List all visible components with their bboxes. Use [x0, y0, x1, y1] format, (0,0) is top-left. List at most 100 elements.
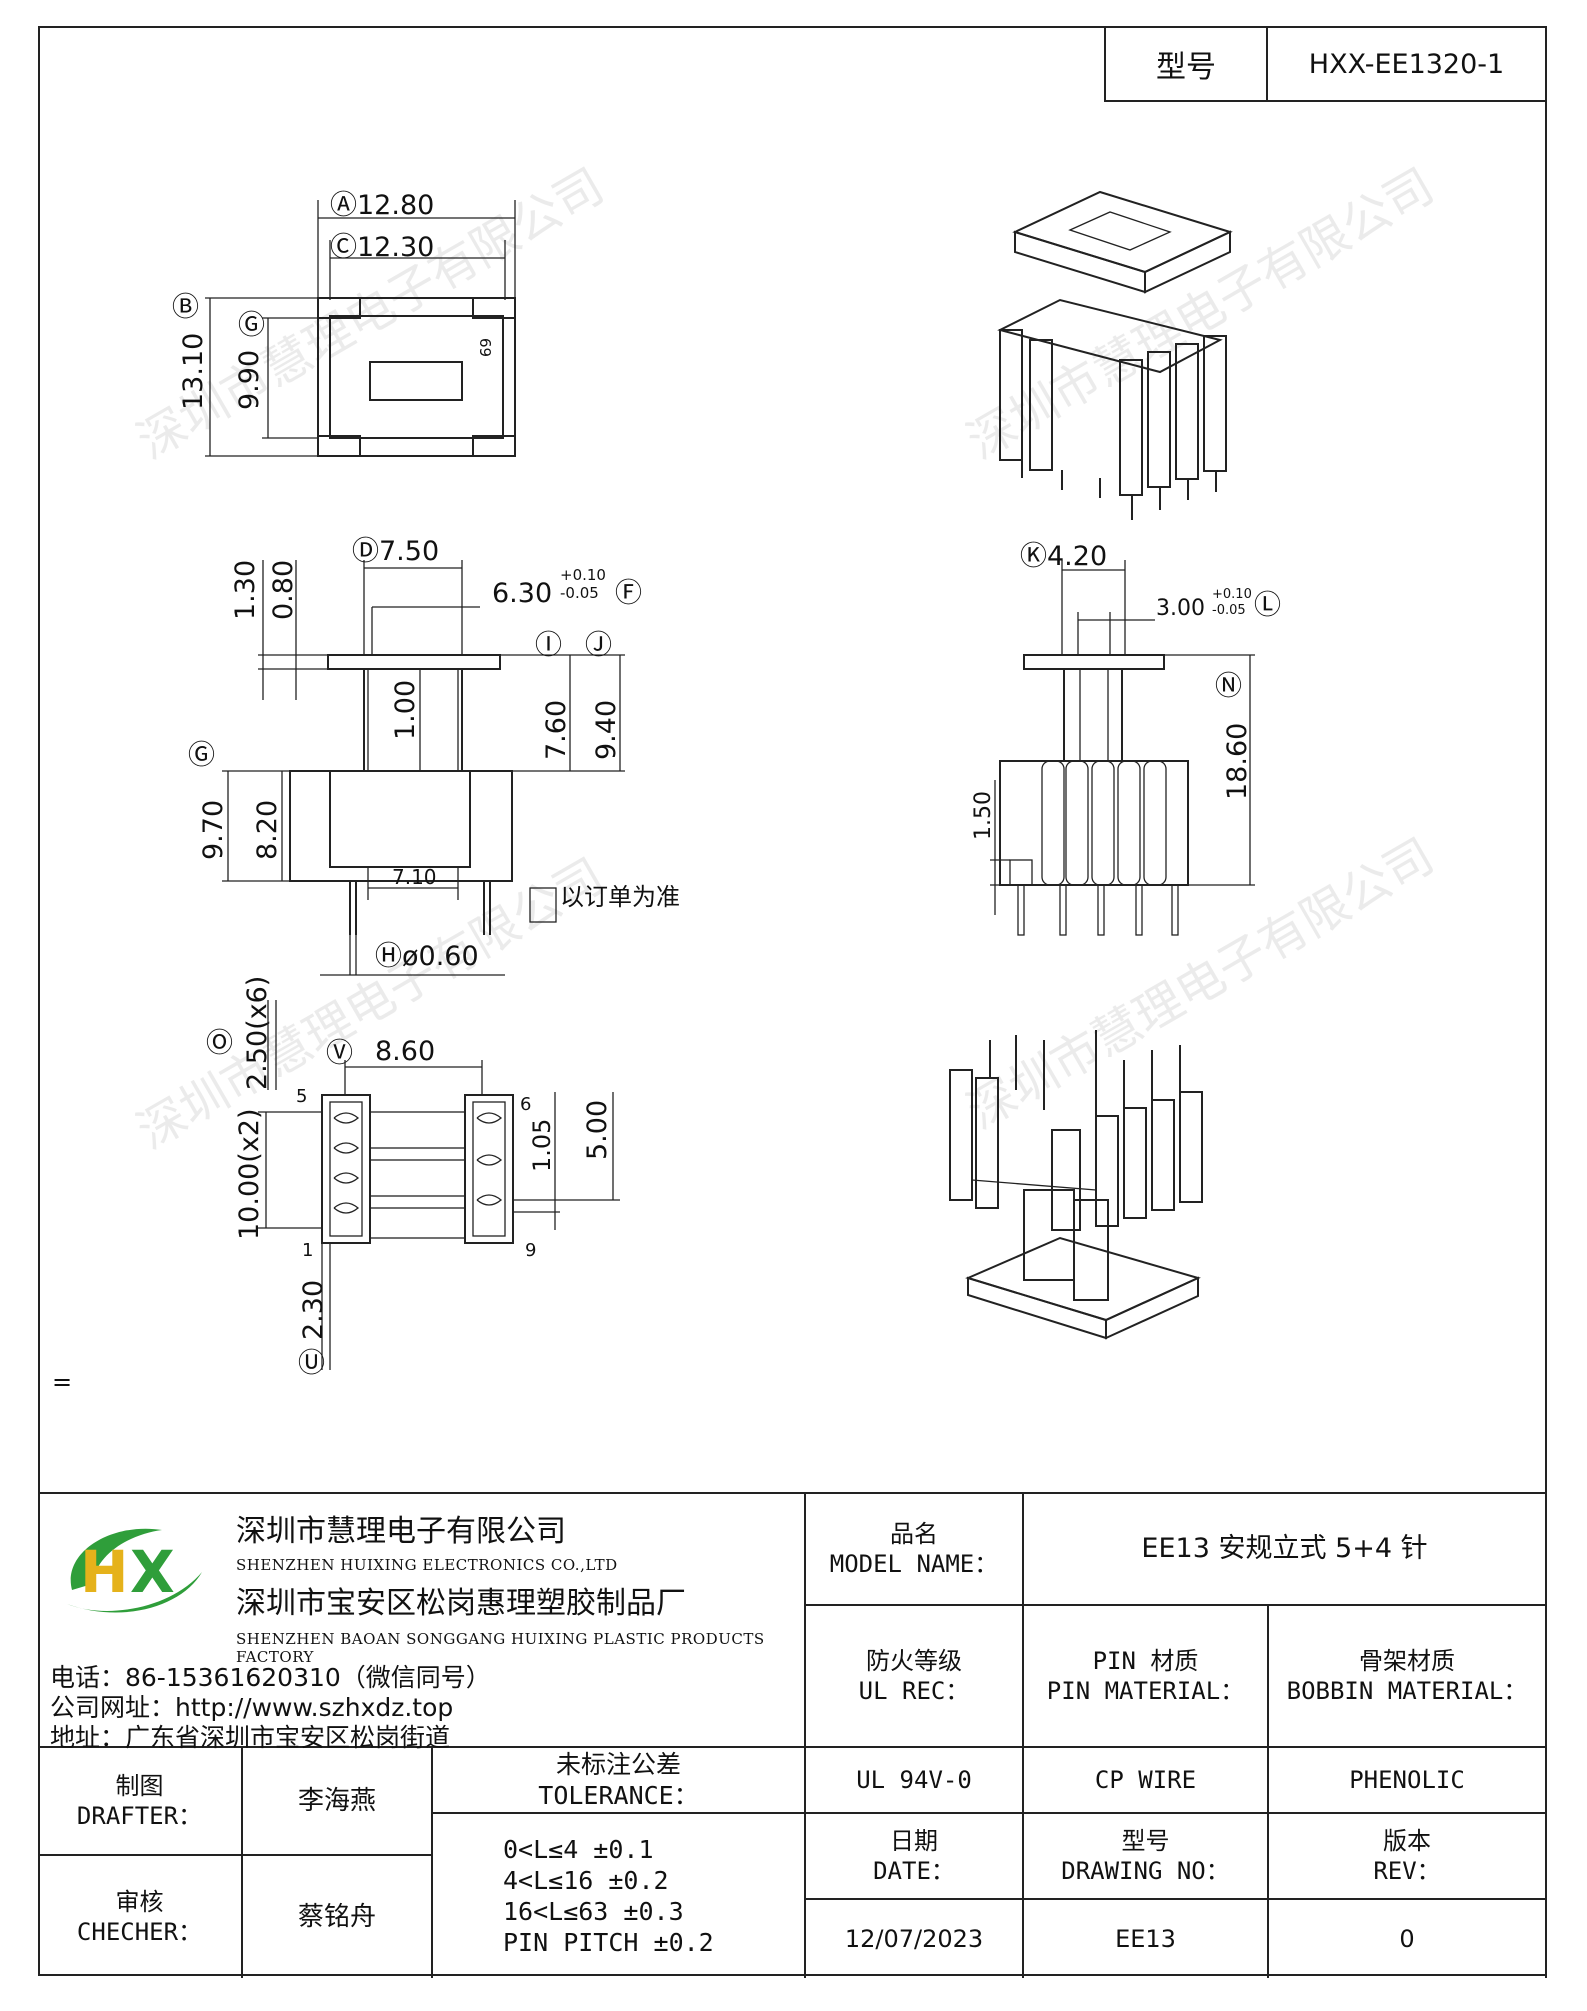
dim-9-40: 9.40	[591, 700, 622, 760]
tolerance-row: PIN PITCH ±0.2	[503, 1928, 714, 1958]
dim-o-mark: Ⓞ	[206, 1028, 233, 1059]
dim-b-mark: Ⓑ	[172, 292, 199, 323]
company-name-cn: 深圳市慧理电子有限公司	[236, 1514, 566, 1549]
dim-g1-mark: Ⓖ	[238, 310, 265, 341]
dim-f: 6.30	[492, 578, 552, 609]
dim-k: Ⓚ4.20	[1020, 541, 1107, 572]
drawing-no-label: 型号 DRAWING NO：	[1024, 1814, 1269, 1900]
dim-3-00-tol-dn: -0.05	[1212, 603, 1246, 618]
drawing-en: DRAWING NO：	[1061, 1857, 1230, 1885]
checker-name: 蔡铭舟	[243, 1856, 433, 1978]
dim-u-mark: Ⓤ	[298, 1348, 325, 1379]
dim-8-60: 8.60	[375, 1036, 435, 1067]
isometric-view-top	[997, 190, 1233, 520]
factory-name-cn: 深圳市宝安区松岗惠理塑胶制品厂	[236, 1586, 686, 1621]
title-block: H X 深圳市慧理电子有限公司 SHENZHEN HUIXING ELECTRO…	[38, 1492, 1547, 1978]
side-fins	[1009, 760, 1167, 886]
company-website: 公司网址：http://www.szhxdz.top	[50, 1693, 454, 1722]
bobbin-material-value: PHENOLIC	[1269, 1748, 1547, 1814]
dim-8-20: 8.20	[252, 800, 283, 860]
dim-f-tol-dn: -0.05	[560, 584, 599, 602]
bobbin-cn: 骨架材质	[1359, 1647, 1455, 1675]
dim-l-mark: Ⓛ	[1254, 590, 1281, 621]
checker-en: CHECHER：	[76, 1918, 203, 1946]
rev-en: REV：	[1373, 1857, 1441, 1885]
side-view: Ⓚ4.20 3.00 +0.10 -0.05 Ⓛ	[971, 541, 1281, 936]
dim-0-80: 0.80	[268, 560, 299, 620]
watermark-4: 深圳市慧理电子有限公司	[958, 828, 1443, 1141]
model-value: HXX-EE1320-1	[1308, 48, 1505, 80]
model-label: 型号	[1106, 28, 1268, 100]
drafter-name: 李海燕	[243, 1748, 433, 1856]
drawing-no-value: EE13	[1024, 1900, 1269, 1978]
dim-a: Ⓐ12.80	[330, 190, 434, 221]
dim-1-05: 1.05	[528, 1119, 556, 1172]
hx-logo: H X	[67, 1528, 202, 1613]
equal-sign: =	[52, 1368, 73, 1396]
ul-value: UL 94V-0	[806, 1748, 1024, 1814]
pin-5: 5	[296, 1086, 307, 1107]
company-info: H X 深圳市慧理电子有限公司 SHENZHEN HUIXING ELECTRO…	[38, 1494, 806, 1752]
checker-cn: 审核	[115, 1888, 164, 1916]
dim-f-tol-up: +0.10	[560, 566, 606, 584]
front-view: Ⓓ7.50 6.30 +0.10 -0.05 Ⓕ 1.30 0.80 1.00	[188, 536, 680, 976]
company-phone: 电话：86-15361620310（微信同号）	[50, 1663, 491, 1692]
dim-18-60: 18.60	[1222, 723, 1253, 800]
tolerance-row: 4<L≤16 ±0.2	[503, 1865, 669, 1895]
dim-n-mark: Ⓝ	[1215, 671, 1242, 702]
tolerance-en: TOLERANCE：	[538, 1781, 699, 1810]
order-note: 以订单为准	[560, 883, 680, 911]
top-view: Ⓐ12.80 Ⓒ12.30 69 Ⓑ 13.10 Ⓖ 9.90	[172, 190, 516, 457]
dim-3-00-tol-up: +0.10	[1212, 587, 1252, 602]
rev-label: 版本 REV：	[1269, 1814, 1547, 1900]
company-name-en: SHENZHEN HUIXING ELECTRONICS CO.,LTD	[236, 1556, 618, 1574]
model-name-en: MODEL NAME：	[829, 1550, 999, 1578]
dim-c: Ⓒ12.30	[330, 232, 434, 263]
bobbin-material-label: 骨架材质 BOBBIN MATERIAL：	[1269, 1606, 1547, 1748]
drawing-frame	[38, 26, 1547, 1976]
dim-7-10: 7.10	[392, 865, 437, 889]
factory-name-en: SHENZHEN BAOAN SONGGANG HUIXING PLASTIC …	[236, 1630, 765, 1666]
dim-9-70: 9.70	[198, 800, 229, 860]
dim-1-50: 1.50	[971, 791, 996, 840]
dim-1-30: 1.30	[230, 560, 261, 620]
ul-en: UL REC：	[858, 1677, 970, 1705]
pin-cn: PIN 材质	[1092, 1647, 1199, 1675]
model-name-label: 品名 MODEL NAME：	[806, 1494, 1024, 1606]
date-value: 12/07/2023	[806, 1900, 1024, 1978]
technical-drawing: 深圳市慧理电子有限公司 深圳市慧理电子有限公司 深圳市慧理电子有限公司 深圳市慧…	[128, 158, 1443, 1379]
dim-j-mark: Ⓙ	[585, 630, 612, 661]
tolerance-row: 0<L≤4 ±0.1	[503, 1834, 654, 1864]
date-cn: 日期	[890, 1827, 938, 1855]
checker-label: 审核 CHECHER：	[38, 1856, 243, 1978]
pin-1: 1	[302, 1240, 313, 1261]
tolerance-row: 16<L≤63 ±0.3	[503, 1897, 684, 1926]
tolerance-label: 未标注公差 TOLERANCE：	[433, 1748, 806, 1814]
pin-9: 9	[525, 1240, 536, 1261]
drafter-label: 制图 DRAFTER：	[38, 1748, 243, 1856]
model-number-box: 型号 HXX-EE1320-1	[1104, 26, 1547, 102]
dim-d: Ⓓ7.50	[352, 536, 439, 567]
pin-en: PIN MATERIAL：	[1046, 1677, 1245, 1705]
svg-text:X: X	[130, 1538, 175, 1606]
dim-5-00: 5.00	[582, 1100, 613, 1160]
dim-v-mark: Ⓥ	[326, 1038, 353, 1069]
drawing-cn: 型号	[1121, 1827, 1170, 1855]
bobbin-en: BOBBIN MATERIAL：	[1286, 1677, 1528, 1705]
date-label: 日期 DATE：	[806, 1814, 1024, 1900]
dim-7-60: 7.60	[541, 700, 572, 760]
tolerance-list: 0<L≤4 ±0.1 4<L≤16 ±0.2 16<L≤63 ±0.3 PIN …	[433, 1814, 806, 1978]
pin-material-label: PIN 材质 PIN MATERIAL：	[1024, 1606, 1269, 1748]
pin-6: 6	[520, 1094, 531, 1115]
ul-label: 防火等级 UL REC：	[806, 1606, 1024, 1748]
dim-i-mark: Ⓘ	[535, 630, 562, 661]
dim-1-00: 1.00	[390, 680, 421, 740]
side-pins	[1017, 884, 1179, 936]
dim-f-mark: Ⓕ	[615, 578, 642, 609]
tolerance-cn: 未标注公差	[555, 1749, 681, 1779]
svg-text:H: H	[80, 1538, 129, 1606]
model-name-cn: 品名	[890, 1520, 938, 1548]
company-address: 地址：广东省深圳市宝安区松岗街道	[50, 1723, 451, 1752]
isometric-view-bottom	[949, 1030, 1203, 1340]
dim-3-00: 3.00	[1156, 596, 1205, 621]
